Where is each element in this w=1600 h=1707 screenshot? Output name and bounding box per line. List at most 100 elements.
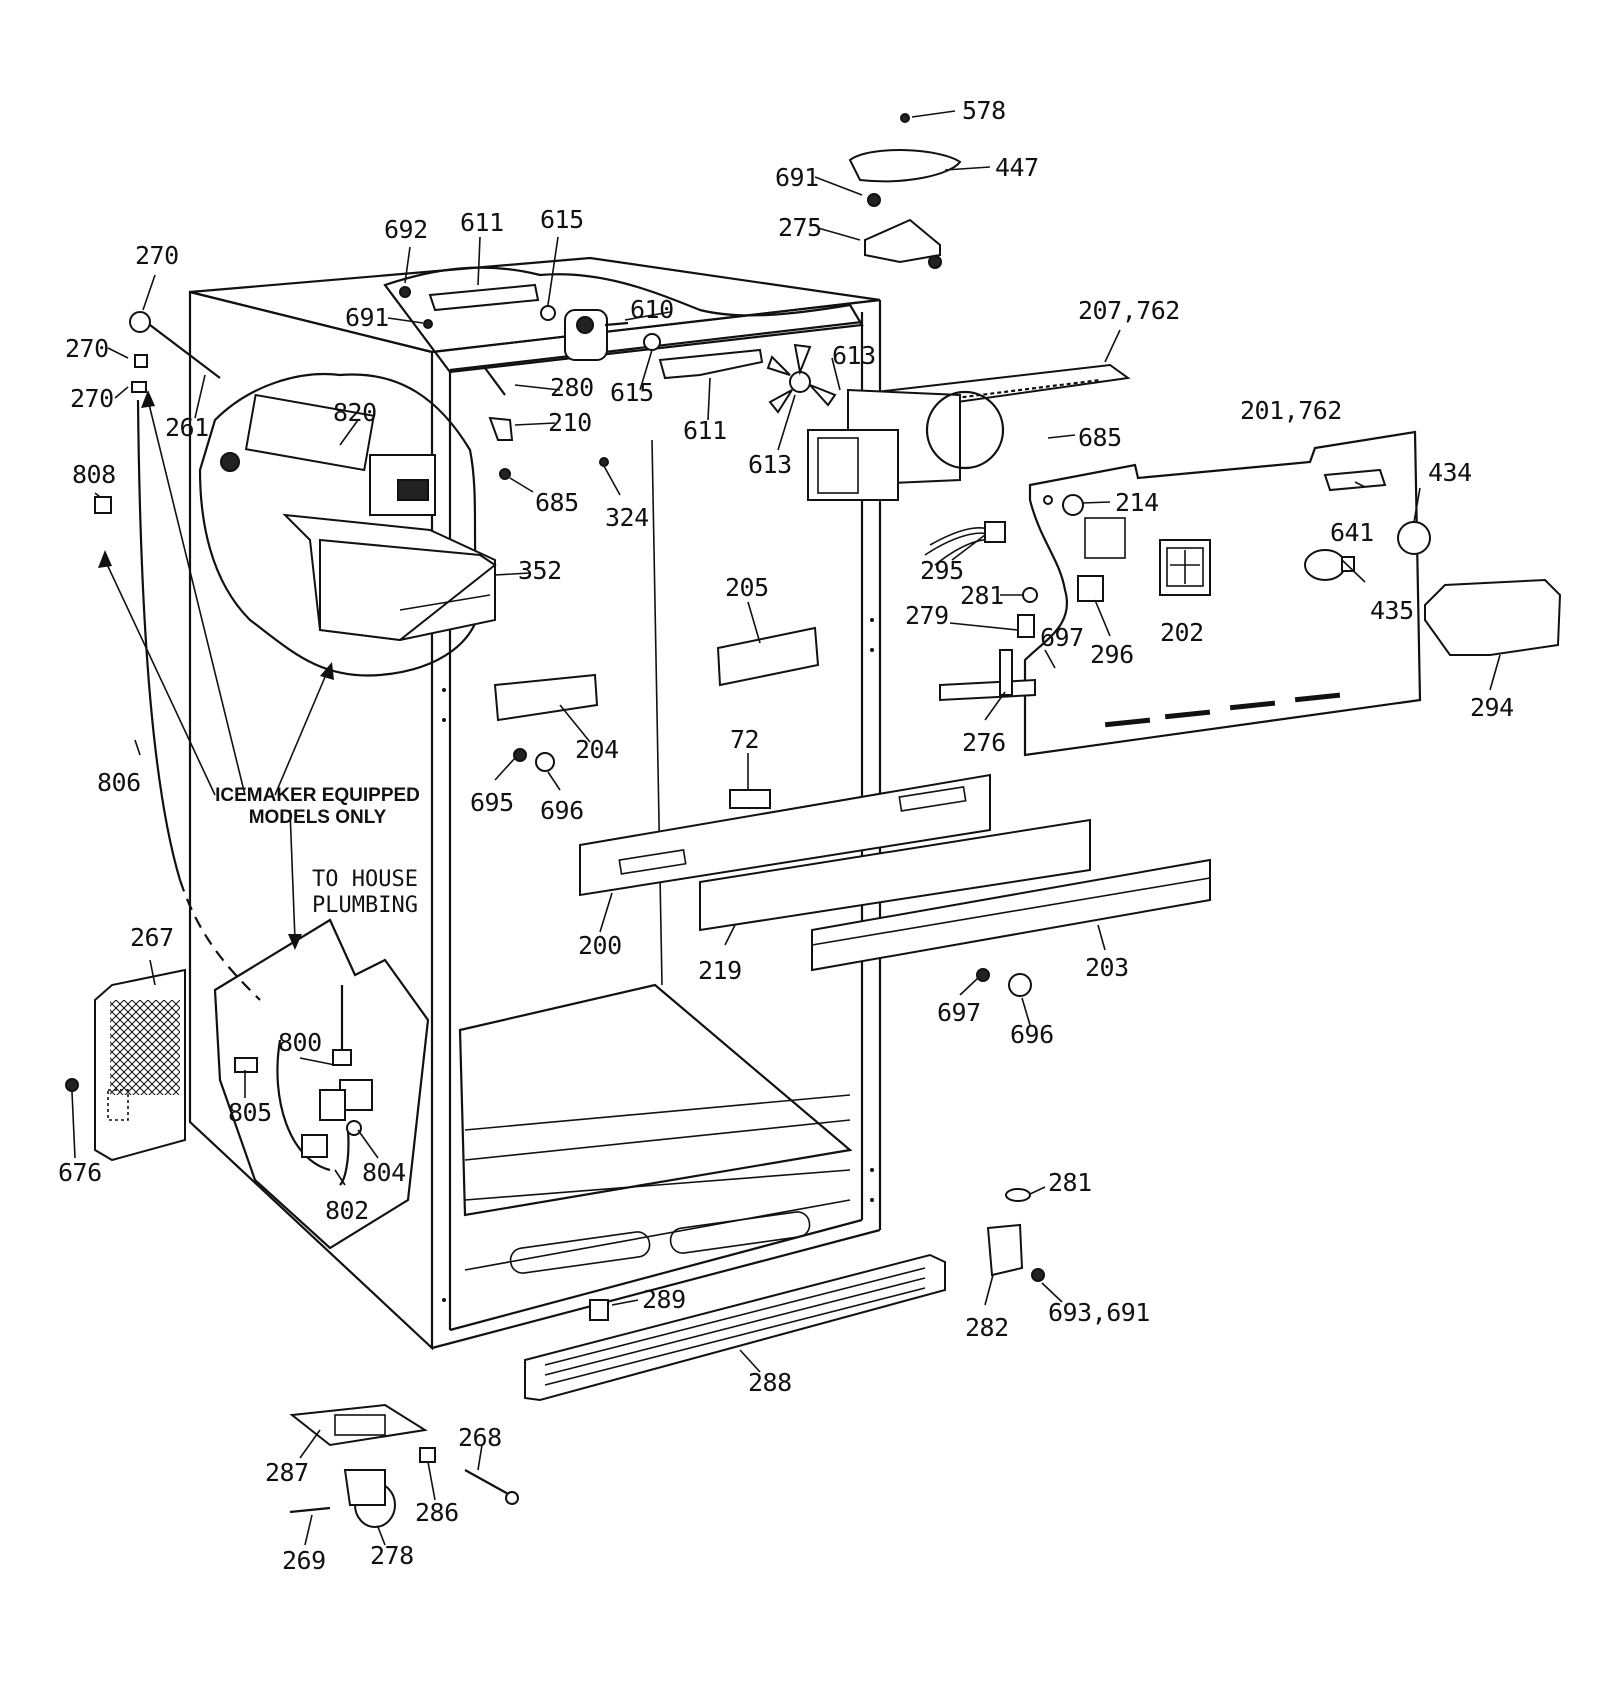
bracket-276	[939, 678, 1036, 702]
part-label-294: 294	[1470, 693, 1514, 722]
ice-bucket-352	[282, 513, 497, 642]
light-bulb-435	[1304, 549, 1346, 581]
part-label-611: 611	[460, 208, 504, 237]
part-label-203: 203	[1085, 953, 1129, 982]
part-label-205: 205	[725, 573, 769, 602]
part-label-268: 268	[458, 1423, 502, 1452]
part-label-287: 287	[265, 1458, 309, 1487]
part-label-207-762: 207,762	[1078, 296, 1180, 325]
part-label-808: 808	[72, 460, 116, 489]
control-panel-201	[1023, 430, 1422, 757]
icemaker-note-arrows	[104, 399, 329, 941]
water-valve-800	[319, 985, 373, 1121]
part-label-691: 691	[345, 303, 389, 332]
part-label-578: 578	[962, 96, 1006, 125]
part-label-200: 200	[578, 931, 622, 960]
plumbing-cutaway	[213, 918, 430, 1250]
part-label-804: 804	[362, 1158, 406, 1187]
part-label-610: 610	[630, 295, 674, 324]
part-label-210: 210	[548, 408, 592, 437]
socket-434	[1397, 521, 1431, 555]
part-label-204: 204	[575, 735, 619, 764]
icemaker-820	[220, 393, 436, 516]
part-label-288: 288	[748, 1368, 792, 1397]
part-label-286: 286	[415, 1498, 459, 1527]
fan-blade-613	[766, 343, 837, 414]
part-label-693-691: 693,691	[1048, 1298, 1150, 1327]
roller-278	[343, 1469, 396, 1528]
part-label-695: 695	[470, 788, 514, 817]
top-cutaway	[383, 266, 864, 374]
part-label-201-762: 201,762	[1240, 396, 1342, 425]
part-label-685: 685	[1078, 423, 1122, 452]
bracket-282	[986, 1223, 1024, 1277]
part-label-685: 685	[535, 488, 579, 517]
part-label-270: 270	[65, 334, 109, 363]
part-label-676: 676	[58, 1158, 102, 1187]
wire-harness-295	[924, 521, 1006, 566]
part-label-275: 275	[778, 213, 822, 242]
part-label-613: 613	[832, 341, 876, 370]
part-label-820: 820	[333, 398, 377, 427]
part-label-641: 641	[1330, 518, 1374, 547]
part-label-615: 615	[610, 378, 654, 407]
part-label-202: 202	[1160, 618, 1204, 647]
part-label-435: 435	[1370, 596, 1414, 625]
part-label-72: 72	[730, 725, 760, 754]
part-label-800: 800	[278, 1028, 322, 1057]
part-label-352: 352	[518, 556, 562, 585]
part-label-692: 692	[384, 215, 428, 244]
grille-267	[94, 968, 186, 1162]
fan-motor-610	[564, 309, 629, 361]
roller-plate-287	[289, 1403, 428, 1447]
water-fitting-270	[129, 311, 221, 393]
part-label-805: 805	[228, 1098, 272, 1127]
part-label-447: 447	[995, 153, 1039, 182]
part-label-806: 806	[97, 768, 141, 797]
part-label-611: 611	[683, 416, 727, 445]
part-label-280: 280	[550, 373, 594, 402]
leader-lines	[71, 110, 1501, 1546]
icemaker-note: ICEMAKER EQUIPPED MODELS ONLY	[205, 785, 430, 829]
part-label-289: 289	[642, 1285, 686, 1314]
part-label-276: 276	[962, 728, 1006, 757]
part-label-261: 261	[165, 413, 209, 442]
part-label-802: 802	[325, 1196, 369, 1225]
part-label-279: 279	[905, 601, 949, 630]
plumbing-note: TO HOUSE PLUMBING	[305, 867, 425, 919]
part-label-697: 697	[937, 998, 981, 1027]
part-label-269: 269	[282, 1546, 326, 1575]
part-label-281: 281	[1048, 1168, 1092, 1197]
part-label-267: 267	[130, 923, 174, 952]
rail-203	[811, 858, 1211, 972]
part-label-281: 281	[960, 581, 1004, 610]
part-label-278: 278	[370, 1541, 414, 1570]
part-label-691: 691	[775, 163, 819, 192]
part-label-282: 282	[965, 1313, 1009, 1342]
fan-housing	[807, 429, 899, 501]
part-label-295: 295	[920, 556, 964, 585]
water-tube-806	[136, 399, 182, 881]
light-shield-294	[1424, 578, 1562, 656]
hinge-cover-447	[848, 149, 962, 183]
part-label-696: 696	[1010, 1020, 1054, 1049]
bracket-205	[716, 626, 820, 687]
part-label-434: 434	[1428, 458, 1472, 487]
hinge-275	[864, 218, 941, 264]
rail-219	[699, 818, 1091, 932]
bracket-204	[493, 673, 599, 722]
part-label-697: 697	[1040, 623, 1084, 652]
part-label-296: 296	[1090, 640, 1134, 669]
part-label-214: 214	[1115, 488, 1159, 517]
base-grille-288	[524, 1253, 946, 1402]
icemaker-note-line1: ICEMAKER EQUIPPED	[215, 785, 420, 806]
part-label-615: 615	[540, 205, 584, 234]
part-label-696: 696	[540, 796, 584, 825]
plumbing-note-line1: TO HOUSE	[312, 867, 418, 892]
icemaker-note-line2: MODELS ONLY	[248, 807, 387, 828]
part-label-324: 324	[605, 503, 649, 532]
plumbing-note-line2: PLUMBING	[312, 893, 418, 918]
part-label-219: 219	[698, 956, 742, 985]
